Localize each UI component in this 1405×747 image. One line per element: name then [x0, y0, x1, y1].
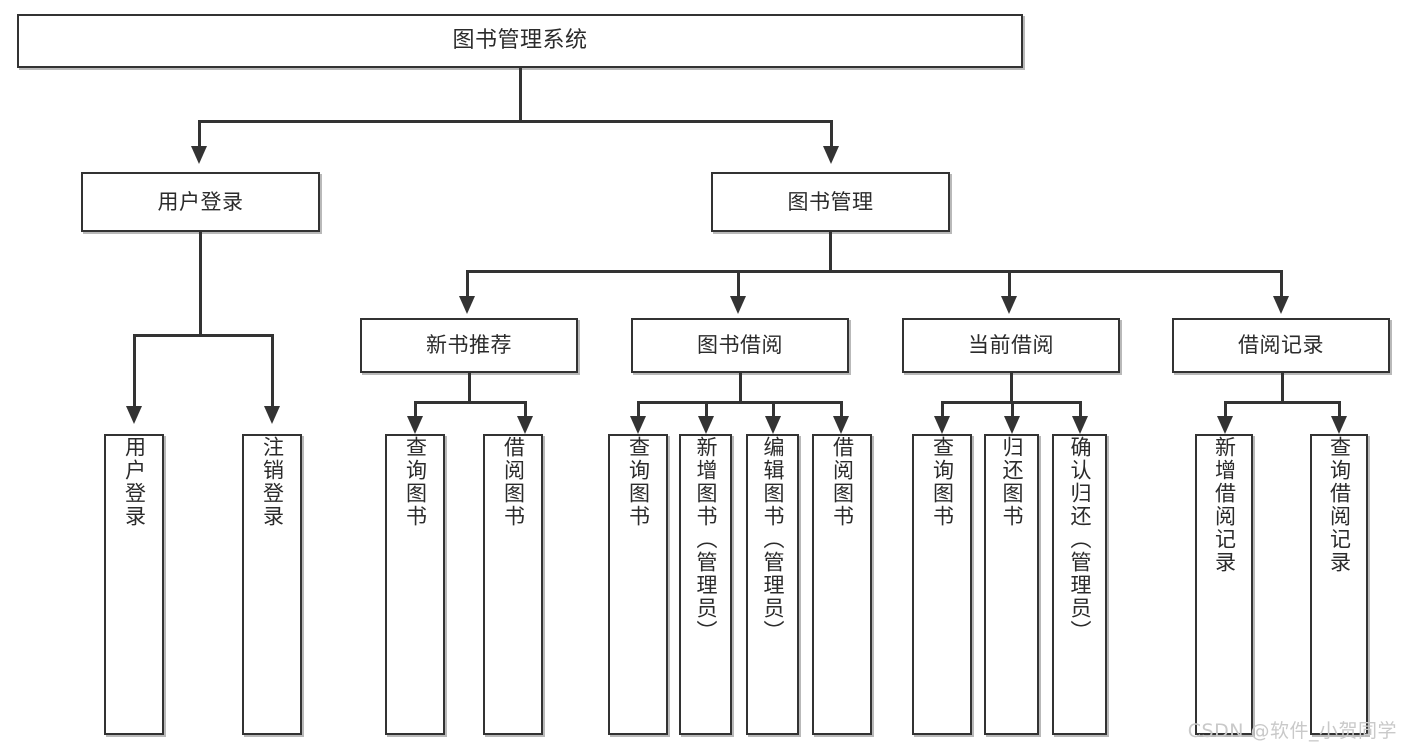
- edge-bm-to-new-book: [466, 270, 469, 298]
- node-leaf-query-borrow-record-label: 查询借阅记录: [1327, 436, 1352, 574]
- node-new-book-recommend-label: 新书推荐: [426, 333, 512, 358]
- node-leaf-return-book-label: 归还图书: [1000, 436, 1024, 528]
- edge-root-to-user-login: [198, 120, 201, 148]
- node-leaf-user-logout-label: 注销登录: [260, 436, 285, 528]
- node-leaf-query-book-1[interactable]: 查询图书: [385, 434, 445, 735]
- edge-bb-to-leaf-2: [705, 401, 708, 419]
- node-leaf-confirm-return-label: 确认归还（管理员）: [1068, 436, 1092, 643]
- edge-book-borrow-bus: [637, 401, 842, 404]
- node-leaf-user-logout[interactable]: 注销登录: [242, 434, 302, 735]
- node-leaf-query-book-1-label: 查询图书: [403, 436, 428, 528]
- arrow-bm-to-borrow-record: [1273, 296, 1289, 314]
- arrow-new-book-to-leaf-1: [407, 416, 423, 434]
- arrow-bb-to-leaf-3: [765, 416, 781, 434]
- node-leaf-edit-book-label: 编辑图书（管理员）: [761, 436, 785, 643]
- node-user-login-label: 用户登录: [157, 189, 244, 214]
- node-leaf-borrow-book-2[interactable]: 借阅图书: [812, 434, 872, 735]
- arrow-bm-to-book-borrow: [730, 296, 746, 314]
- edge-root-to-book-management: [830, 120, 833, 148]
- edge-user-login-to-leaf-2: [271, 334, 274, 408]
- arrow-br-to-leaf-2: [1331, 416, 1347, 434]
- edge-bb-to-leaf-1: [637, 401, 640, 419]
- node-leaf-confirm-return[interactable]: 确认归还（管理员）: [1052, 434, 1107, 735]
- arrow-cb-to-leaf-1: [934, 416, 950, 434]
- node-leaf-query-book-3-label: 查询图书: [930, 436, 955, 528]
- edge-root-bus: [198, 120, 832, 123]
- node-current-borrow[interactable]: 当前借阅: [902, 318, 1120, 373]
- arrow-cb-to-leaf-3: [1072, 416, 1088, 434]
- arrow-bb-to-leaf-4: [833, 416, 849, 434]
- node-user-login[interactable]: 用户登录: [81, 172, 320, 232]
- edge-cb-to-leaf-3: [1079, 401, 1082, 419]
- node-leaf-add-borrow-record[interactable]: 新增借阅记录: [1195, 434, 1253, 735]
- edge-bb-to-leaf-4: [840, 401, 843, 419]
- arrow-root-to-book-management: [823, 146, 839, 164]
- edge-borrow-record-bus: [1224, 401, 1340, 404]
- node-root-label: 图书管理系统: [452, 28, 588, 54]
- edge-new-book-to-leaf-1: [414, 401, 417, 419]
- edge-bm-to-book-borrow: [737, 270, 740, 298]
- edge-book-management-stem: [829, 232, 832, 272]
- arrow-bb-to-leaf-2: [698, 416, 714, 434]
- edge-br-to-leaf-1: [1224, 401, 1227, 419]
- edge-user-login-bus: [133, 334, 273, 337]
- arrow-bb-to-leaf-1: [630, 416, 646, 434]
- arrow-new-book-to-leaf-2: [517, 416, 533, 434]
- edge-bb-to-leaf-3: [772, 401, 775, 419]
- arrow-root-to-user-login: [191, 146, 207, 164]
- arrow-bm-to-current-borrow: [1001, 296, 1017, 314]
- arrow-br-to-leaf-1: [1217, 416, 1233, 434]
- node-book-borrow-label: 图书借阅: [697, 333, 783, 358]
- node-leaf-query-book-2[interactable]: 查询图书: [608, 434, 668, 735]
- edge-new-book-bus: [414, 401, 526, 404]
- arrow-bm-to-new-book: [459, 296, 475, 314]
- edge-book-borrow-stem: [739, 373, 742, 403]
- node-leaf-add-borrow-record-label: 新增借阅记录: [1212, 436, 1237, 574]
- arrow-user-login-to-leaf-1: [126, 406, 142, 424]
- node-leaf-query-borrow-record[interactable]: 查询借阅记录: [1310, 434, 1368, 735]
- edge-root-stem: [519, 68, 522, 122]
- edge-bm-to-borrow-record: [1280, 270, 1283, 298]
- node-leaf-return-book[interactable]: 归还图书: [984, 434, 1039, 735]
- edge-new-book-to-leaf-2: [524, 401, 527, 419]
- node-book-management[interactable]: 图书管理: [711, 172, 950, 232]
- node-book-management-label: 图书管理: [787, 189, 874, 214]
- edge-user-login-to-leaf-1: [133, 334, 136, 408]
- node-leaf-add-book[interactable]: 新增图书（管理员）: [679, 434, 732, 735]
- edge-borrow-record-stem: [1281, 373, 1284, 403]
- edge-new-book-stem: [468, 373, 471, 403]
- arrow-cb-to-leaf-2: [1004, 416, 1020, 434]
- node-root[interactable]: 图书管理系统: [17, 14, 1023, 68]
- node-leaf-user-login[interactable]: 用户登录: [104, 434, 164, 735]
- node-leaf-add-book-label: 新增图书（管理员）: [694, 436, 718, 643]
- edge-bm-to-current-borrow: [1008, 270, 1011, 298]
- edge-cb-to-leaf-1: [941, 401, 944, 419]
- edge-book-management-bus: [466, 270, 1280, 273]
- edge-cb-to-leaf-2: [1011, 401, 1014, 419]
- edge-br-to-leaf-2: [1338, 401, 1341, 419]
- node-leaf-borrow-book-2-label: 借阅图书: [830, 436, 855, 528]
- node-leaf-borrow-book-1-label: 借阅图书: [501, 436, 526, 528]
- node-book-borrow[interactable]: 图书借阅: [631, 318, 849, 373]
- edge-current-borrow-stem: [1010, 373, 1013, 403]
- node-leaf-user-login-label: 用户登录: [122, 436, 147, 528]
- node-leaf-query-book-2-label: 查询图书: [626, 436, 651, 528]
- node-current-borrow-label: 当前借阅: [968, 333, 1054, 358]
- edge-user-login-stem: [199, 232, 202, 336]
- arrow-user-login-to-leaf-2: [264, 406, 280, 424]
- node-leaf-query-book-3[interactable]: 查询图书: [912, 434, 972, 735]
- node-new-book-recommend[interactable]: 新书推荐: [360, 318, 578, 373]
- node-leaf-edit-book[interactable]: 编辑图书（管理员）: [746, 434, 799, 735]
- node-leaf-borrow-book-1[interactable]: 借阅图书: [483, 434, 543, 735]
- node-borrow-record-label: 借阅记录: [1238, 333, 1324, 358]
- node-borrow-record[interactable]: 借阅记录: [1172, 318, 1390, 373]
